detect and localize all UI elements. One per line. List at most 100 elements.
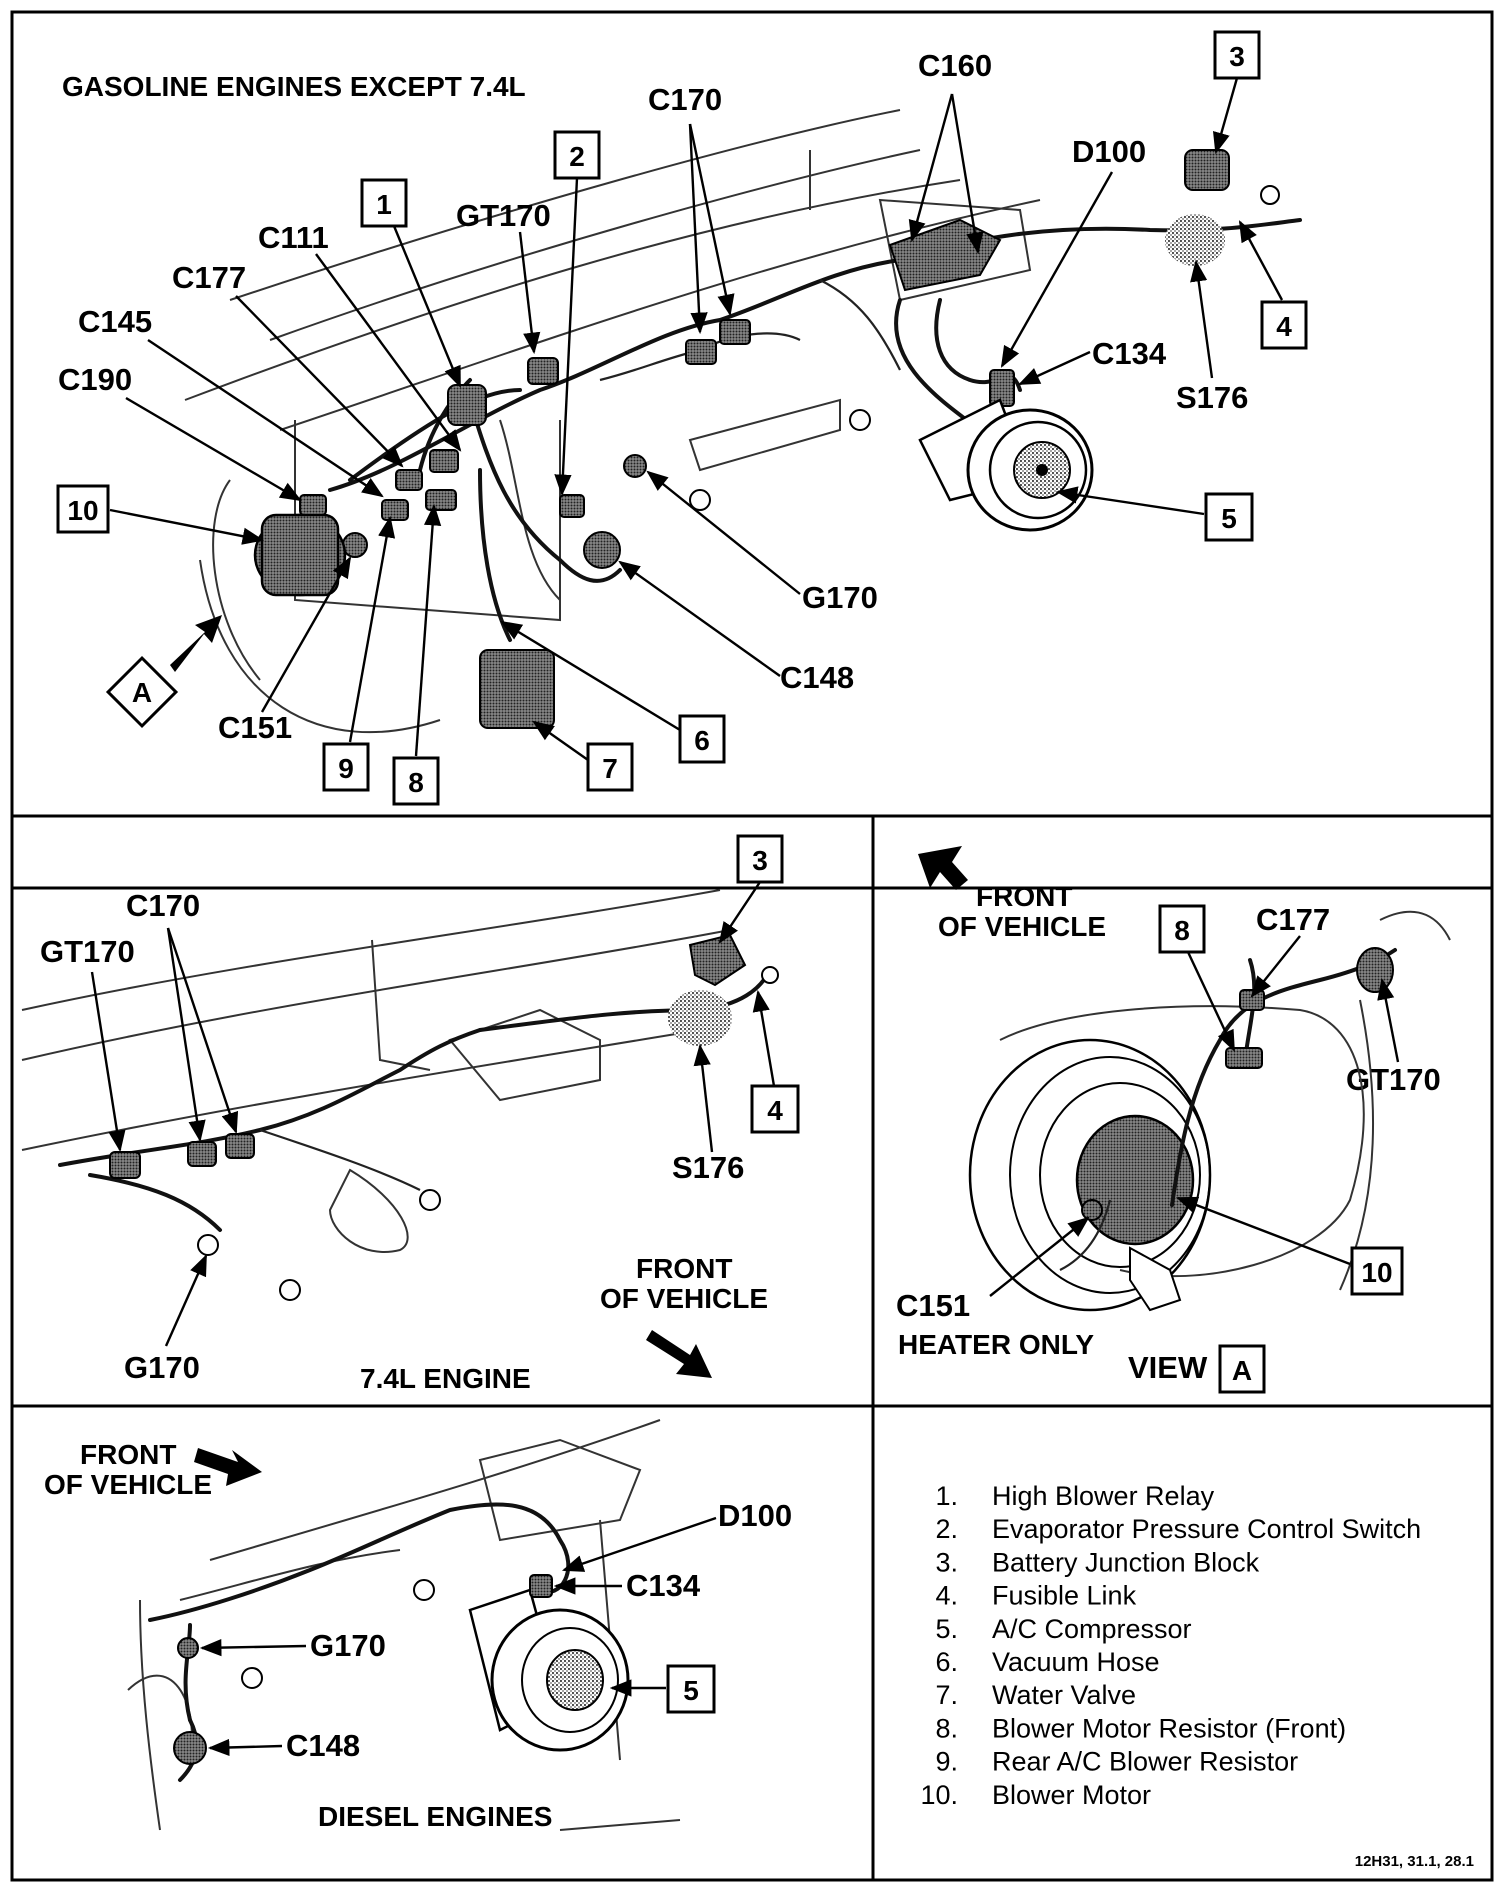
- label-viewa-view: VIEW: [1128, 1350, 1208, 1385]
- label-viewa-c177: C177: [1256, 902, 1330, 937]
- legend-text: Vacuum Hose: [992, 1647, 1160, 1677]
- legend-number: 2.: [935, 1514, 958, 1544]
- label-c134: C134: [1092, 336, 1167, 371]
- label-74-front-1: FRONT: [636, 1253, 732, 1284]
- label-diesel-title: DIESEL ENGINES: [318, 1801, 552, 1832]
- body-lines-74: [21, 889, 731, 1253]
- blower-motor: [253, 513, 347, 597]
- legend-text: Water Valve: [992, 1680, 1136, 1710]
- legend-number: 5.: [935, 1614, 958, 1644]
- legend-list: 1. High Blower Relay 2. Evaporator Pressure…: [920, 1481, 1421, 1810]
- legend-item: 7.Water Valve: [935, 1680, 1136, 1710]
- legend-item: 5. A/C Compressor: [935, 1614, 1191, 1644]
- leader-lines: [125, 93, 1214, 713]
- main-harness: [328, 218, 1302, 642]
- panel-frames: [10, 10, 1494, 1882]
- callout-diesel-5: 5: [609, 1664, 716, 1714]
- svg-text:6: 6: [694, 725, 710, 756]
- callout-9: 9: [322, 515, 396, 792]
- label-74-g170: G170: [124, 1350, 200, 1385]
- legend-text: Blower Motor Resistor (Front): [992, 1713, 1346, 1743]
- legend-text: Fusible Link: [992, 1581, 1137, 1611]
- label-diesel-front-2: OF VEHICLE: [44, 1469, 212, 1500]
- label-s176: S176: [1176, 380, 1248, 415]
- callout-8: 8: [392, 503, 442, 806]
- callout-74-4: 4: [750, 989, 800, 1134]
- label-c170: C170: [648, 82, 722, 117]
- label-diesel-d100: D100: [718, 1498, 792, 1533]
- legend-number: 8.: [935, 1713, 958, 1743]
- callout-7: 7: [532, 720, 634, 792]
- label-diesel-front-1: FRONT: [80, 1439, 176, 1470]
- gasoline-title: GASOLINE ENGINES EXCEPT 7.4L: [62, 71, 526, 102]
- label-c145: C145: [78, 304, 152, 339]
- callout-1: 1: [360, 178, 462, 388]
- connectors: [299, 149, 1280, 729]
- label-d100: D100: [1072, 134, 1146, 169]
- ac-compressor: [918, 398, 1094, 532]
- firewall-body-lines: [184, 109, 1041, 734]
- harness-74: [58, 968, 772, 1232]
- front-arrow-diesel: [194, 1448, 262, 1486]
- legend-text: Evaporator Pressure Control Switch: [992, 1514, 1421, 1544]
- legend-number: 4.: [935, 1581, 958, 1611]
- callout-boxes: 1 2 3 4 5: [56, 30, 1308, 806]
- svg-text:5: 5: [683, 1675, 699, 1706]
- callout-2: 2: [553, 130, 601, 497]
- legend-text: High Blower Relay: [992, 1481, 1215, 1511]
- panel-legend: 1. High Blower Relay 2. Evaporator Pressure…: [920, 1481, 1474, 1870]
- svg-text:2: 2: [569, 141, 585, 172]
- svg-text:9: 9: [338, 753, 354, 784]
- legend-number: 10.: [920, 1780, 958, 1810]
- callout-viewa-10: 10: [1175, 1196, 1404, 1296]
- svg-text:8: 8: [408, 767, 424, 798]
- legend-number: 3.: [935, 1547, 958, 1577]
- svg-text:4: 4: [1276, 311, 1292, 342]
- svg-text:5: 5: [1221, 503, 1237, 534]
- front-arrow-74: [646, 1330, 712, 1378]
- panel-gasoline: GASOLINE ENGINES EXCEPT 7.4L: [56, 30, 1308, 806]
- label-74-title: 7.4L ENGINE: [360, 1363, 531, 1394]
- legend-number: 6.: [935, 1647, 958, 1677]
- view-a-marker: A: [105, 615, 222, 729]
- label-viewa-front-1: FRONT: [976, 881, 1072, 912]
- leaders-diesel: [199, 1516, 717, 1757]
- svg-text:1: 1: [376, 189, 392, 220]
- legend-item: 9. Rear A/C Blower Resistor: [935, 1747, 1298, 1777]
- svg-text:10: 10: [67, 495, 98, 526]
- svg-text:4: 4: [767, 1095, 783, 1126]
- label-c111: C111: [258, 220, 329, 255]
- label-diesel-c134: C134: [626, 1568, 701, 1603]
- legend-number: 1.: [935, 1481, 958, 1511]
- svg-text:3: 3: [1229, 41, 1245, 72]
- callout-5: 5: [1055, 486, 1254, 542]
- label-diesel-g170: G170: [310, 1628, 386, 1663]
- callout-4: 4: [1238, 220, 1308, 350]
- panel-diesel: FRONT OF VEHICLE D10: [44, 1419, 792, 1832]
- svg-text:8: 8: [1174, 915, 1190, 946]
- svg-text:A: A: [1232, 1355, 1252, 1386]
- label-diesel-c148: C148: [286, 1728, 360, 1763]
- callout-3: 3: [1212, 30, 1261, 155]
- legend-item: 1. High Blower Relay: [935, 1481, 1214, 1511]
- callout-viewa-8: 8: [1158, 904, 1236, 1052]
- viewa-harness: [1059, 947, 1397, 1271]
- legend-item: 8. Blower Motor Resistor (Front): [935, 1713, 1346, 1743]
- label-g170: G170: [802, 580, 878, 615]
- legend-text: Rear A/C Blower Resistor: [992, 1747, 1298, 1777]
- diesel-harness: [148, 1502, 571, 1782]
- legend-item: 4. Fusible Link: [935, 1581, 1136, 1611]
- front-arrow-view-a: [918, 846, 968, 890]
- label-c151: C151: [218, 710, 292, 745]
- label-c177: C177: [172, 260, 246, 295]
- panel-74l-engine: C170 GT170 S176 G170 7.4L ENGINE FRONT O…: [21, 834, 800, 1394]
- legend-item: 6. Vacuum Hose: [935, 1647, 1159, 1677]
- legend-item: 10.Blower Motor: [920, 1780, 1151, 1810]
- legend-number: 9.: [935, 1747, 958, 1777]
- legend-text: A/C Compressor: [992, 1614, 1192, 1644]
- label-74-s176: S176: [672, 1150, 744, 1185]
- view-a-box: A: [1218, 1344, 1266, 1394]
- svg-text:A: A: [132, 677, 152, 708]
- svg-text:10: 10: [1361, 1257, 1392, 1288]
